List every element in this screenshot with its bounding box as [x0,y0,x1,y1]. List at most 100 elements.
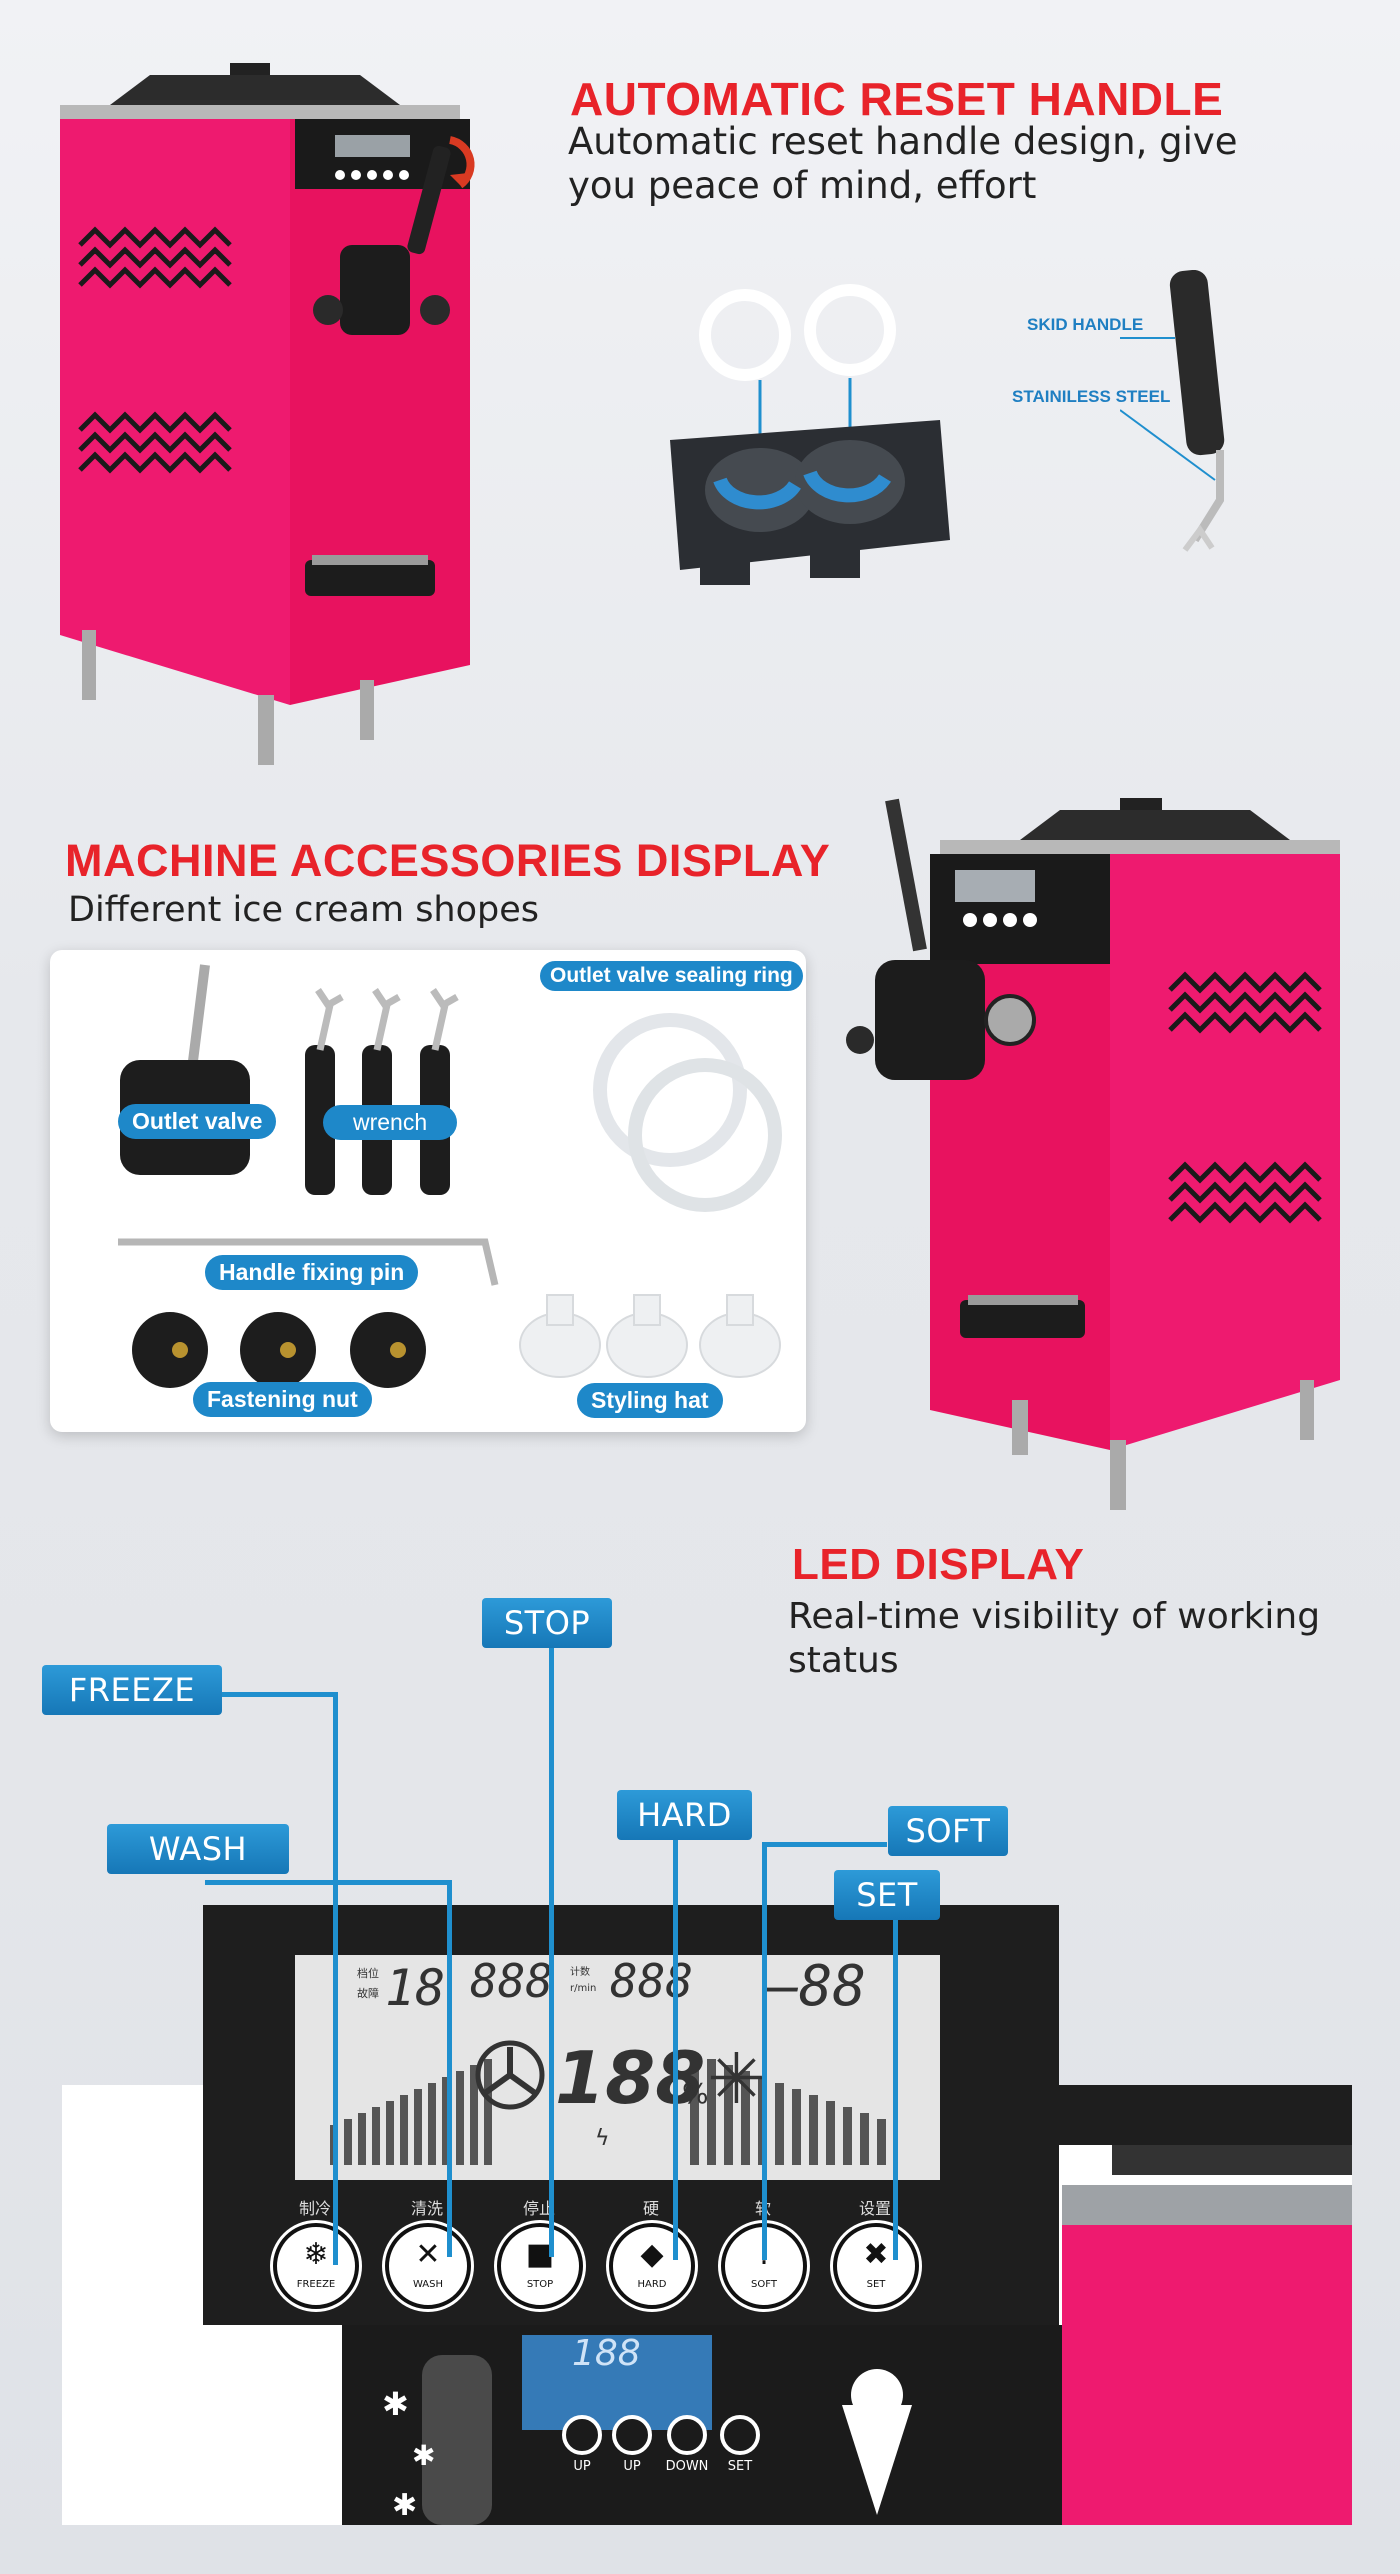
svg-text:✱: ✱ [392,2489,417,2522]
stop-icon: ■ [525,2237,555,2272]
skid-handle-label: SKID HANDLE [1027,315,1144,334]
soft-connector-h [762,1842,887,1847]
freeze-wheel-icon [475,2040,545,2110]
freeze-cn-label: 制冷 [298,2199,331,2218]
lcd-level-bar [860,2113,869,2165]
lcd-level-bar [843,2107,852,2165]
hard-connector-v [673,1840,678,2260]
lcd-level-bar [386,2101,394,2165]
skid-handle-image [1120,270,1225,552]
wash-en-label: WASH [412,2279,444,2290]
svg-text:✱: ✱ [382,2386,409,2422]
accessories-card: Outlet valve wrench Outlet valve sealing… [50,950,806,1432]
sealing-ring-tag: Outlet valve sealing ring [540,961,803,991]
closeup-btn-label-3: SET [728,2459,752,2474]
lcd-level-bar [442,2077,450,2165]
hard-en-label: HARD [637,2279,667,2290]
ice-cream-machine-image-2 [846,798,1340,1510]
section3-subtitle-line2: status [788,1640,899,1681]
snowflake-icon: ✳ [707,2038,766,2120]
set-cn-label: 设置 [858,2199,891,2218]
set-icon: ✖ [863,2237,889,2272]
freeze-connector-h [222,1692,338,1697]
set-connector-v [893,1915,898,2260]
lcd-screen-graphics: 档位 故障 18 888 计数 r/min 888 —88 188 % ✳ ϟ [330,1955,886,2165]
lcd-level-bar [484,2059,492,2165]
wash-connector-h [205,1880,452,1885]
closeup-btn-label-1: UP [623,2459,641,2474]
lcd-level-bar [456,2071,464,2165]
ice-cream-machine-image-1 [60,63,475,765]
set-callout: SET [834,1870,940,1920]
lcd-level-bar [372,2107,380,2165]
lcd-percent-sign: % [682,2077,709,2110]
freeze-connector-v [333,1695,338,2265]
styling-hat-tag: Styling hat [577,1383,723,1418]
stainless-steel-label: STAINILESS STEEL [1012,387,1171,406]
lcd-level-bar [724,2065,733,2165]
freeze-en-label: FREEZE [296,2279,336,2290]
lcd-count-label: 计数 [570,1965,590,1978]
section1-subtitle-line2: you peace of mind, effort [568,164,1037,207]
soft-button[interactable]: !SOFT [721,2223,807,2309]
lcd-level-bar [400,2095,408,2165]
section3-title: LED DISPLAY [792,1540,1085,1589]
soft-en-label: SOFT [751,2279,777,2290]
wash-connector-v [447,1882,452,2257]
svg-text:✱: ✱ [412,2440,435,2471]
machine-closeup-image: 188 UP UP DOWN SET ✱✱✱ [342,2085,1352,2525]
closeup-btn-label-2: DOWN [666,2459,709,2474]
section1-title: AUTOMATIC RESET HANDLE [570,73,1224,125]
hard-icon: ◆ [640,2237,664,2272]
lcd-percent-value: 188 [555,2036,705,2120]
outlet-valve-tag: Outlet valve [118,1104,277,1139]
wash-icon: ✕ [415,2237,441,2272]
lcd-level-bar [690,2053,699,2165]
lcd-count1-value: 888 [470,1955,553,2008]
section2-subtitle: Different ice cream shopes [68,890,540,930]
lcd-control-panel: 档位 故障 18 888 计数 r/min 888 —88 188 % ✳ ϟ … [203,1905,1059,2325]
stop-en-label: STOP [526,2279,554,2290]
lcd-rpm-label: r/min [570,1983,596,1994]
lcd-level-bar [877,2119,886,2165]
lcd-level-bar [428,2083,436,2165]
section1-subtitle-line1: Automatic reset handle design, give [568,120,1238,163]
wash-button[interactable]: ✕ WASH [385,2223,471,2309]
freeze-button[interactable]: ❄ FREEZE [273,2223,359,2309]
section2-title: MACHINE ACCESSORIES DISPLAY [65,835,831,886]
lcd-fault-label: 故障 [357,1986,379,2000]
valve-seal-diagram-image [670,284,950,585]
wrench-tag: wrench [323,1105,458,1140]
wash-callout: WASH [107,1824,289,1874]
fixing-pin-tag: Handle fixing pin [205,1255,419,1290]
section3-subtitle-line1: Real-time visibility of working [788,1596,1321,1637]
closeup-btn-label-0: UP [573,2459,591,2474]
freeze-icon: ❄ [303,2237,329,2272]
soft-callout: SOFT [888,1806,1008,1856]
lcd-level-bar [344,2119,352,2165]
lcd-level-bar [826,2101,835,2165]
lcd-level-bar [775,2083,784,2165]
hard-button[interactable]: ◆ HARD [609,2223,695,2309]
stop-callout: STOP [482,1598,612,1648]
set-button[interactable]: ✖SET [833,2223,919,2309]
stop-cn-label: 停止 [522,2199,555,2218]
lcd-level-bar [792,2089,801,2165]
lcd-gear-label: 档位 [357,1966,379,1980]
wash-cn-label: 清洗 [410,2199,443,2218]
lcd-level-bar [707,2059,716,2165]
lcd-level-bar [809,2095,818,2165]
stop-button[interactable]: ■ STOP [497,2223,583,2309]
lcd-level-bar [414,2089,422,2165]
power-icon: ϟ [595,2126,610,2151]
soft-connector-v [762,1845,767,2260]
lcd-count2-value: 888 [610,1955,693,2008]
closeup-lcd-percent: 188 [572,2333,641,2374]
hard-cn-label: 硬 [642,2199,659,2218]
fastening-nut-tag: Fastening nut [193,1382,372,1417]
hard-callout: HARD [617,1790,752,1840]
stop-connector-v [549,1645,554,2257]
lcd-gear-value: 18 [385,1959,445,2017]
lcd-temp-value: —88 [763,1955,866,2019]
lcd-level-bar [358,2113,366,2165]
